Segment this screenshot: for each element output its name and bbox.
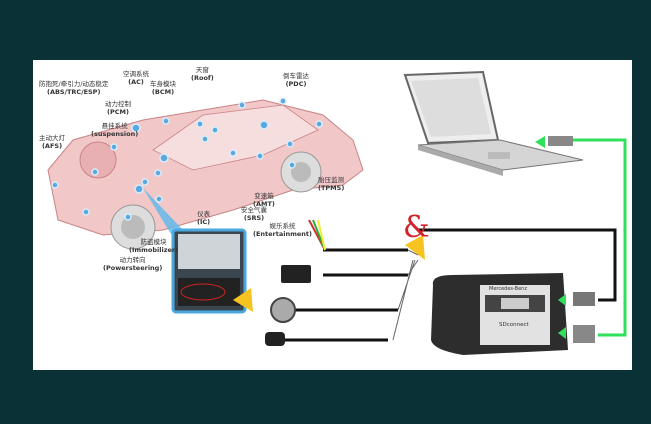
sunburst-icon xyxy=(233,288,253,312)
device-model: SDconnect xyxy=(499,322,529,328)
arrow-to-laptop-icon xyxy=(535,136,545,148)
label-pcm: 动力控制(PCM) xyxy=(105,100,131,116)
lan-connector xyxy=(573,292,595,306)
label-amt: 变速箱(AMT) xyxy=(253,192,275,208)
label-immobilizer: 防盗模块(Immobilizer) xyxy=(129,238,179,254)
car-illustration xyxy=(47,99,364,250)
sunburst-icon-2 xyxy=(405,235,425,260)
ecu-nodes xyxy=(51,97,323,221)
label-pdc: 倒车雷达(PDC) xyxy=(283,72,309,88)
device-brand: Mercedes-Benz xyxy=(489,286,527,292)
obd-main-connector xyxy=(573,325,595,343)
laptop-illustration xyxy=(403,70,584,176)
label-srs: 安全气囊(SRS) xyxy=(241,206,267,222)
label-ic: 仪表(IC) xyxy=(197,210,211,226)
label-entertainment: 娱乐系统(Entertainment) xyxy=(253,222,312,238)
sd-connect-device xyxy=(431,273,595,355)
obd-connectors xyxy=(265,219,326,346)
ampersand-symbol: & xyxy=(403,210,430,245)
label-ac: 空调系统(AC) xyxy=(123,70,149,86)
label-tpms: 胎压监测(TPMS) xyxy=(318,176,345,192)
label-bcm: 车身模块(BCM) xyxy=(150,80,176,96)
label-suspension: 悬挂系统(suspension) xyxy=(91,122,139,138)
label-powersteering: 动力转向(Powersteering) xyxy=(103,256,163,272)
callout-pointer xyxy=(143,188,183,234)
usb-connector xyxy=(548,136,573,146)
label-abs: 防抱死/牵引力/动态稳定(ABS/TRC/ESP) xyxy=(39,80,109,96)
label-roof: 天窗(Roof) xyxy=(191,66,214,82)
cables xyxy=(283,138,627,342)
label-afs: 主动大灯(AFS) xyxy=(39,134,65,150)
diagram-graphics xyxy=(47,70,627,355)
diagram-panel: 防抱死/牵引力/动态稳定(ABS/TRC/ESP) 空调系统(AC) 车身模块(… xyxy=(33,60,632,370)
